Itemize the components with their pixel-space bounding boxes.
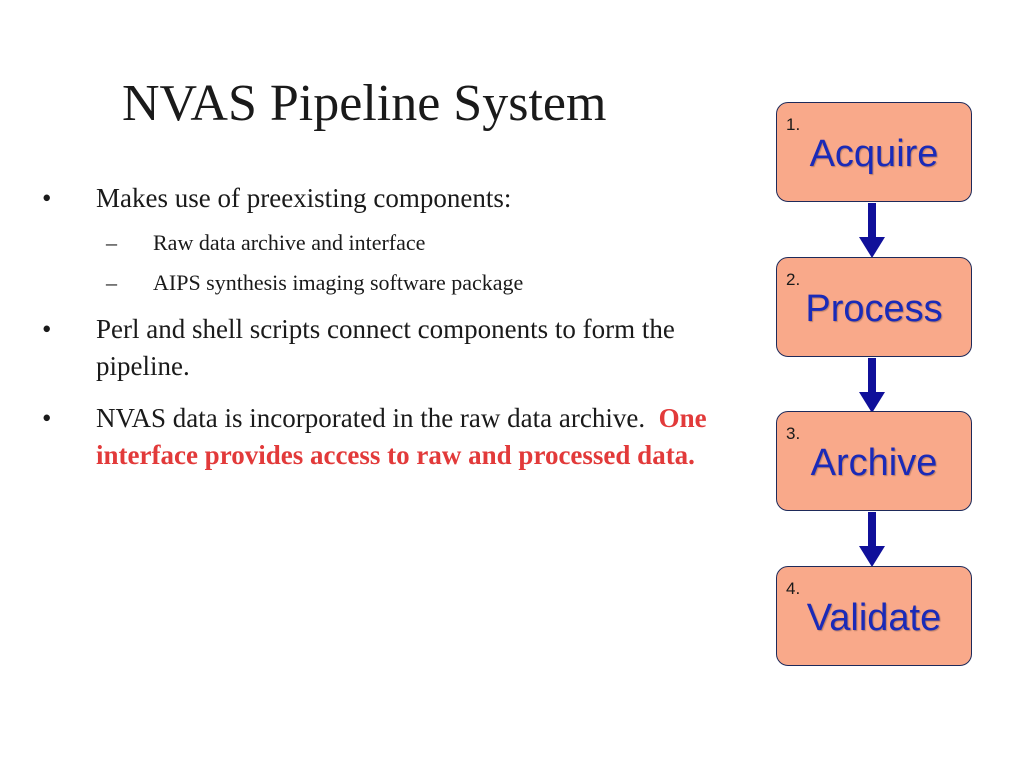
down-arrow-icon: [859, 512, 885, 567]
step-label: Archive: [810, 442, 938, 484]
bullet-text: Makes use of preexisting components:: [96, 183, 512, 213]
down-arrow-icon: [859, 358, 885, 413]
sub-bullet-item-1: – Raw data archive and interface: [106, 228, 713, 258]
down-arrow-icon: [859, 203, 885, 258]
step-process: 2. Process: [776, 257, 972, 357]
bullet-symbol: •: [42, 403, 52, 433]
step-number: 4.: [786, 579, 801, 598]
bullet-text: Perl and shell scripts connect component…: [96, 314, 675, 381]
slide-title: NVAS Pipeline System: [122, 75, 607, 132]
bullet-symbol: •: [42, 183, 52, 213]
bullet-item-3: • NVAS data is incorporated in the raw d…: [42, 400, 736, 474]
step-label: Validate: [806, 597, 942, 639]
step-number: 3.: [786, 424, 801, 443]
step-number: 2.: [786, 270, 801, 289]
step-archive: 3. Archive: [776, 411, 972, 511]
sub-bullet-item-2: – AIPS synthesis imaging software packag…: [106, 268, 713, 298]
step-label: Process: [805, 288, 943, 330]
step-label: Acquire: [809, 133, 939, 175]
bullet-item-2: • Perl and shell scripts connect compone…: [42, 311, 736, 385]
bullet-text: NVAS data is incorporated in the raw dat…: [96, 403, 646, 433]
step-validate: 4. Validate: [776, 566, 972, 666]
step-acquire: 1. Acquire: [776, 102, 972, 202]
sub-bullet-text: AIPS synthesis imaging software package: [153, 270, 524, 295]
sub-bullet-symbol: –: [106, 270, 117, 295]
sub-bullet-text: Raw data archive and interface: [153, 230, 426, 255]
bullet-item-1: • Makes use of preexisting components:: [42, 180, 736, 217]
step-number: 1.: [786, 115, 801, 134]
highlight-text: One interface provides access to raw and…: [96, 403, 707, 470]
sub-bullet-symbol: –: [106, 230, 117, 255]
bullet-symbol: •: [42, 314, 52, 344]
